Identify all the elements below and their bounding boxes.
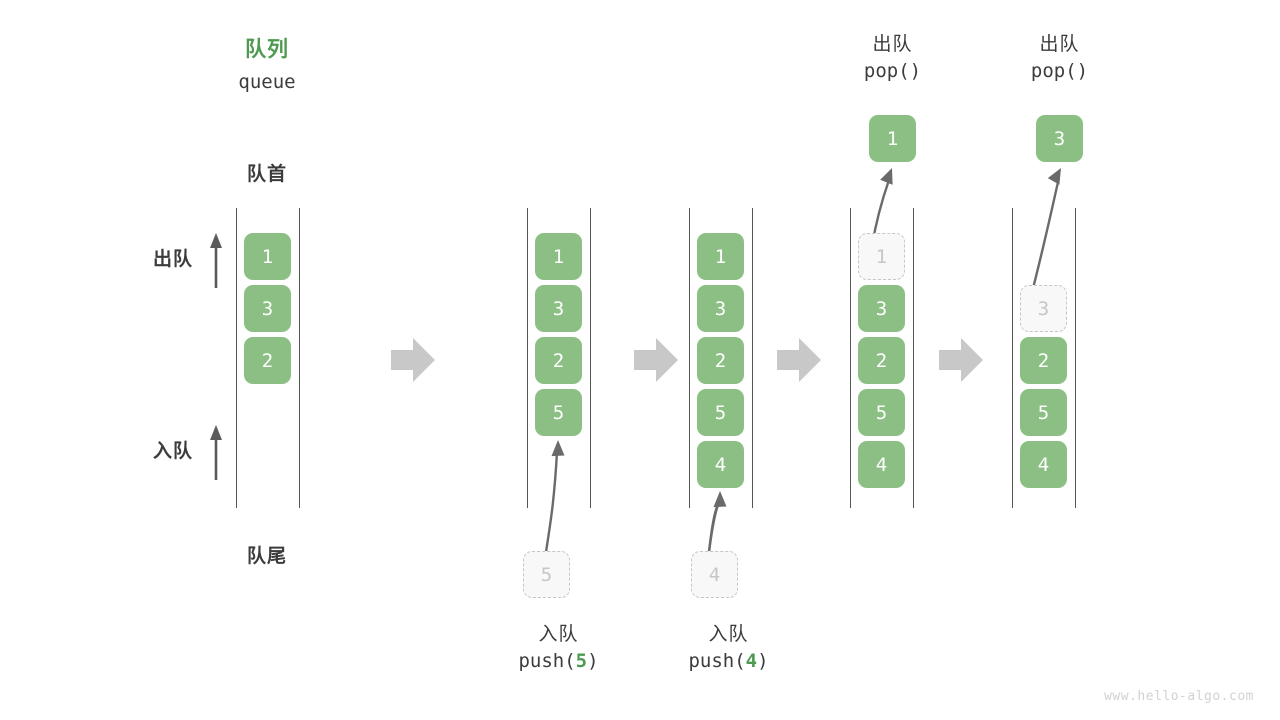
operation-caption-pop-1: 出队 pop() [805,31,980,85]
operation-caption-push-5: 入队 push(5) [471,621,646,675]
operation-code-suffix: ) [1076,59,1089,82]
push-arrow-4 [707,502,721,554]
queue-tail-label: 队尾 [246,545,287,567]
diagram-title-en: queue [238,71,296,93]
operation-code-suffix: ) [587,649,599,672]
queue-cell: 4 [1020,441,1067,488]
operation-name: 出队 [872,33,913,55]
queue-rail-left [1012,208,1013,508]
operation-code-prefix: pop( [863,59,910,82]
queue-cell: 3 [858,285,905,332]
queue-cell: 1 [697,233,744,280]
queue-rail-right [1075,208,1076,508]
operation-code: pop() [972,58,1147,85]
queue-cell: 3 [535,285,582,332]
queue-cell: 5 [858,389,905,436]
incoming-value-box: 5 [523,551,570,598]
operation-code-suffix: ) [757,649,769,672]
operation-name: 入队 [708,623,749,645]
operation-code: pop() [805,58,980,85]
push-arrow-4b [707,501,721,554]
flow-arrow [939,338,983,382]
operation-caption-push-4: 入队 push(4) [641,621,816,675]
push-arrowhead-4 [713,491,727,508]
operation-code-suffix: ) [909,59,922,82]
operation-code: push(4) [641,648,816,675]
queue-cell: 2 [1020,337,1067,384]
operation-code: push(5) [471,648,646,675]
popped-value-box: 3 [1036,115,1083,162]
push-arrow-group [544,450,721,554]
queue-rail-right [752,208,753,508]
pop-arrowheads [880,168,1061,185]
flow-arrow [391,338,435,382]
enqueue-direction-arrowhead [210,425,222,440]
queue-cell: 1 [535,233,582,280]
queue-cell: 3 [244,285,291,332]
diagram-title-cn: 队列 [245,37,289,61]
queue-rail-left [527,208,528,508]
queue-cell: 2 [697,337,744,384]
push-arrow-5 [544,450,559,554]
queue-cell: 2 [535,337,582,384]
flow-arrow [777,338,821,382]
queue-rail-left [236,208,237,508]
queue-cell: 4 [697,441,744,488]
queue-cell: 4 [858,441,905,488]
queue-cell: 2 [858,337,905,384]
operation-caption-pop-3: 出队 pop() [972,31,1147,85]
popped-value-box: 1 [869,115,916,162]
queue-head-label: 队首 [246,163,287,185]
queue-rail-left [689,208,690,508]
pop-arrowhead-1 [880,168,893,185]
flow-arrow [634,338,678,382]
operation-code-value: 4 [745,649,758,672]
queue-cell: 5 [1020,389,1067,436]
queue-rail-right [590,208,591,508]
pop-arrowhead-3 [1047,168,1061,185]
operation-code-prefix: push( [688,649,746,672]
queue-rail-left [850,208,851,508]
incoming-value-box: 4 [691,551,738,598]
enqueue-direction-label: 入队 [152,440,193,462]
queue-cell: 5 [697,389,744,436]
queue-cell: 5 [535,389,582,436]
operation-code-prefix: push( [518,649,576,672]
watermark: www.hello-algo.com [1104,689,1254,704]
queue-rail-right [299,208,300,508]
dequeue-direction-label: 出队 [152,248,193,270]
operation-name: 入队 [538,623,579,645]
queue-cell-removed: 1 [858,233,905,280]
operation-code-value: 5 [575,649,588,672]
queue-cell-removed: 3 [1020,285,1067,332]
push-arrowhead-5 [551,440,565,457]
operation-name: 出队 [1039,33,1080,55]
queue-cell: 1 [244,233,291,280]
queue-rail-right [913,208,914,508]
operation-code-prefix: pop( [1030,59,1077,82]
pop-arrow-3 [1028,180,1060,302]
direction-arrow-heads [210,233,222,440]
queue-cell: 3 [697,285,744,332]
queue-cell: 2 [244,337,291,384]
dequeue-direction-arrowhead [210,233,222,248]
